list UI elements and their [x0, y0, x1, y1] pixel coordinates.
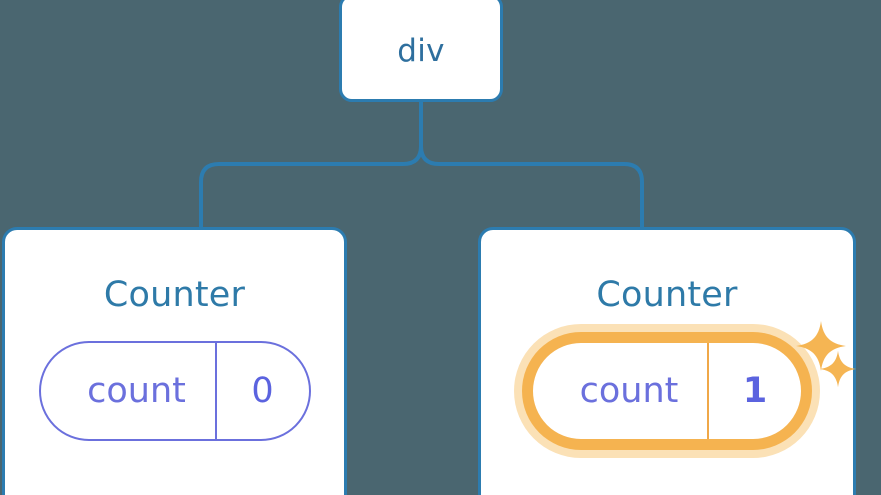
- counter-right-state-key: count: [533, 343, 709, 439]
- counter-right-title: Counter: [596, 275, 738, 315]
- counter-left-state-key: count: [41, 343, 217, 439]
- node-counter-right[interactable]: Counter count 1: [478, 227, 856, 495]
- counter-right-state-value: 1: [742, 371, 768, 411]
- node-counter-left[interactable]: Counter count 0: [2, 227, 347, 495]
- node-div[interactable]: div: [339, 0, 503, 102]
- connector-left: [199, 99, 423, 232]
- counter-right-state-pill[interactable]: count 1: [531, 341, 803, 441]
- counter-left-state-pill-wrap: count 0: [38, 341, 311, 441]
- connector-right: [419, 99, 644, 232]
- counter-right-state-pill-wrap: count 1: [514, 324, 820, 458]
- node-div-label: div: [397, 32, 445, 69]
- counter-left-state-value: 0: [251, 371, 274, 411]
- counter-left-title: Counter: [103, 275, 246, 315]
- counter-left-state-pill[interactable]: count 0: [38, 341, 311, 441]
